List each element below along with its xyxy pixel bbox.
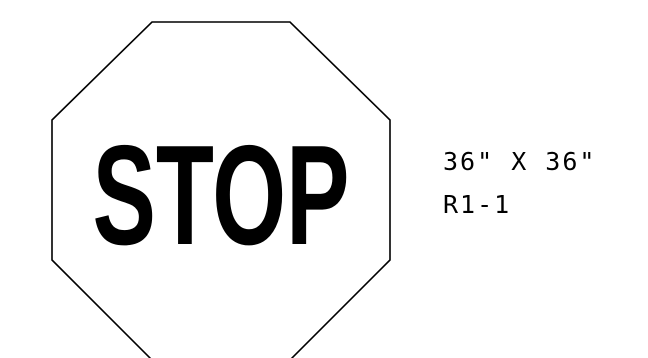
sign-code-label: R1-1	[443, 190, 512, 219]
octagon-outline	[51, 21, 391, 358]
sign-size-label: 36" X 36"	[443, 147, 597, 176]
stop-legend: STOP	[93, 116, 350, 275]
